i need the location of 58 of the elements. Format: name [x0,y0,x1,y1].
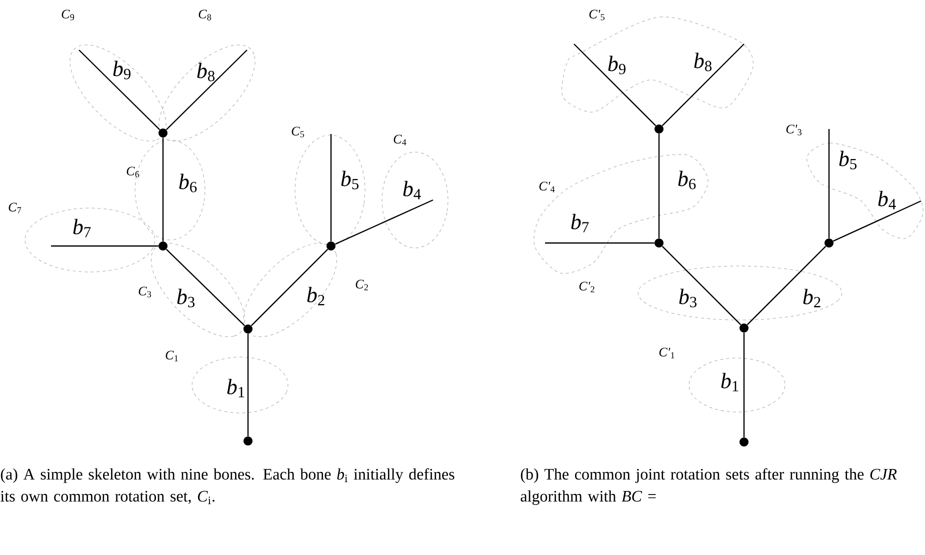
bone-line [574,44,656,126]
bone-label: b$_{1}$ [721,372,738,392]
joint-dot [654,124,664,134]
bone-line [658,134,660,238]
bone-label: b$_{9}$ [113,60,130,80]
bone-line [330,134,332,242]
joint-dot [244,324,252,334]
joint-dot [824,238,834,248]
bone-label: b$_{8}$ [694,52,712,72]
set-label: C$_{8}$ [198,10,212,20]
bone-line [662,246,742,326]
bone-label: b$_{5}$ [341,170,358,190]
bone-line [662,44,744,126]
joint-dot [244,436,252,446]
bone-line [833,200,922,242]
set-label: C$_{9}$ [62,10,74,20]
bone-line [51,245,158,247]
bone-label: b$_{2}$ [307,286,324,306]
bone-line [746,246,826,326]
bone-line [828,129,830,238]
bone-line [166,248,246,326]
bone-label: b$_{2}$ [803,288,820,308]
bone-label: b$_{7}$ [73,218,91,238]
bone-line [247,334,249,436]
set-label: C$_{6}$ [126,166,140,178]
bone-label: b$_{1}$ [227,378,244,398]
bone-label: b$_{8}$ [197,62,215,82]
set-label: C'$_{1}$ [659,348,674,358]
joint-dot [326,242,336,250]
bone-label: b$_{4}$ [403,180,421,200]
joint-dot [158,242,168,250]
bone-label: b$_{6}$ [678,170,696,190]
bone-line [166,50,248,130]
joint-dot [740,438,748,446]
set-label: C$_{1}$ [166,350,178,362]
bone-label: b$_{7}$ [571,214,589,232]
bone-label: b$_{5}$ [839,150,857,170]
set-label: C'$_{2}$ [579,282,594,292]
bone-label: b$_{6}$ [179,174,197,192]
bone-line [78,50,160,130]
bone-line [545,242,654,244]
set-label: C'$_{3}$ [786,124,802,136]
set-label: C$_{7}$ [8,202,22,214]
bone-line [335,199,434,245]
joint-dot [158,128,168,138]
bone-line [743,332,745,438]
bone-label: b$_{3}$ [679,288,697,308]
bone-line [162,138,164,242]
bone-label: b$_{4}$ [878,190,896,210]
bone-line [250,248,328,326]
set-label: C$_{4}$ [394,134,406,146]
joint-dot [654,238,664,248]
joint-dot [740,324,748,332]
bone-label: b$_{9}$ [608,56,626,74]
bone-label: b$_{3}$ [177,288,194,308]
set-label: C$_{5}$ [292,126,304,138]
set-label: C'$_{4}$ [539,182,555,192]
set-label: C'$_{5}$ [589,10,604,20]
